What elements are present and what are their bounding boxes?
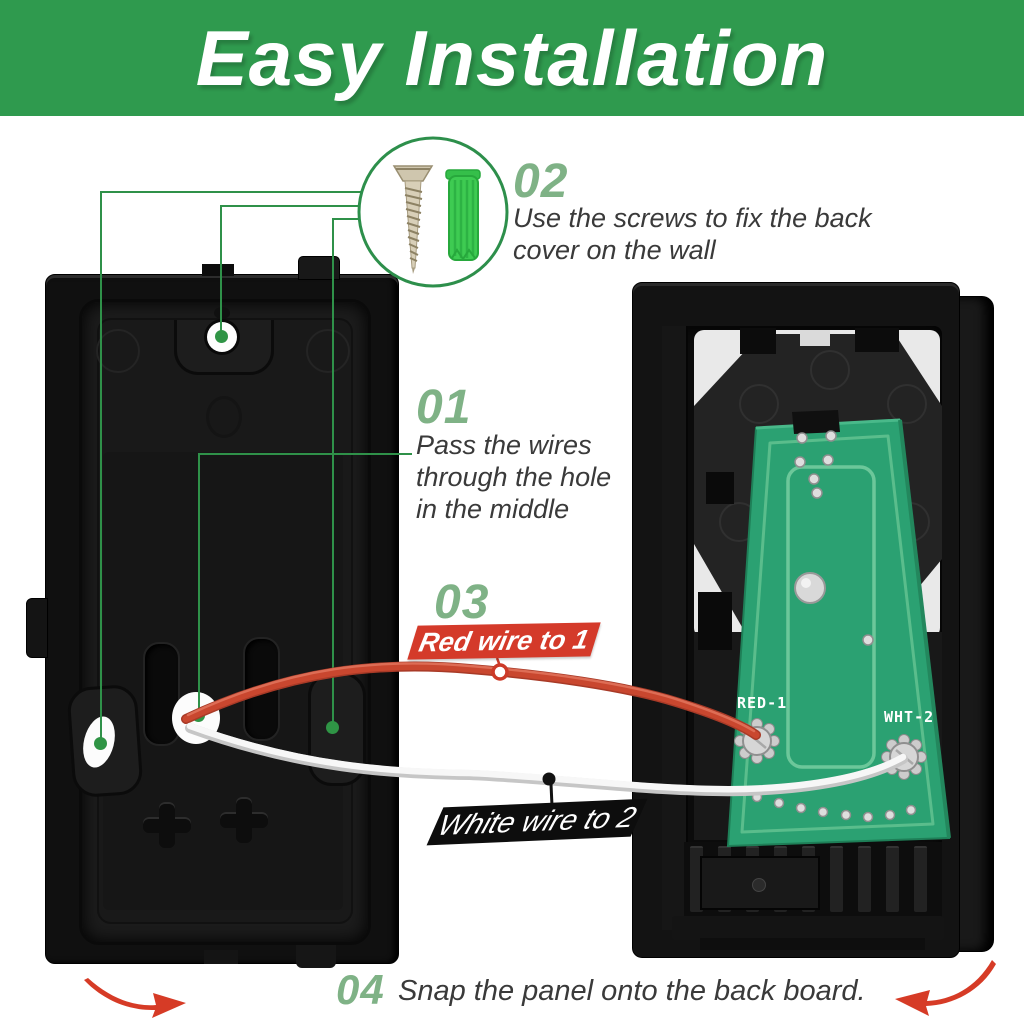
- mold-mark: [810, 350, 850, 390]
- step-02-text: Use the screws to fix the back cover on …: [513, 203, 872, 265]
- annotation-line: [332, 218, 334, 728]
- plate-oval-dimple: [206, 396, 242, 438]
- fin: [914, 846, 927, 912]
- annotation-dot: [326, 721, 339, 734]
- pcb-white-terminal-label: WHT-2: [884, 708, 934, 726]
- fin: [690, 846, 703, 912]
- pcb-red-terminal-label: RED-1: [737, 694, 787, 712]
- annotation-line: [100, 191, 362, 193]
- annotation-dot: [94, 737, 107, 750]
- header-banner: Easy Installation: [0, 0, 1024, 116]
- white-wire: [185, 722, 908, 797]
- pcb-loop-trace: [786, 465, 876, 769]
- circuit-board: RED-1 WHT-2: [726, 410, 951, 848]
- screw-anchor-circle: [357, 136, 509, 288]
- top-keyhole-notch: [214, 307, 230, 319]
- snap-arrow-right-icon: [84, 978, 186, 1018]
- wall-anchor-icon: [445, 169, 481, 261]
- fin: [886, 846, 899, 912]
- step-04-text: Snap the panel onto the back board.: [398, 975, 866, 1007]
- red-wire-banner-label: Red wire to 1: [416, 624, 592, 657]
- mold-mark: [739, 384, 779, 424]
- doorbell-top-clip: [855, 328, 899, 352]
- red-wire: [181, 661, 761, 740]
- white-wire-banner-label: White wire to 2: [433, 801, 641, 842]
- white-banner-pointer: [542, 772, 556, 807]
- doorbell-inner-wall: [662, 326, 688, 930]
- step-02-number: 02: [513, 155, 569, 208]
- fin: [830, 846, 843, 912]
- annotation-line: [198, 453, 412, 455]
- red-banner-pointer: [491, 657, 509, 681]
- annotation-line: [332, 218, 370, 220]
- annotation-line: [100, 191, 102, 745]
- snap-knob: [159, 802, 175, 848]
- mold-mark: [306, 329, 350, 373]
- pcb-top-clip: [792, 410, 840, 434]
- annotation-line: [220, 205, 222, 336]
- doorbell-bottom-lip: [700, 938, 925, 950]
- step-04-number: 04: [336, 966, 385, 1013]
- plate-side-tab: [26, 598, 48, 658]
- annotation-line: [198, 453, 200, 716]
- snap-arrow-left-icon: [895, 960, 996, 1016]
- page-title: Easy Installation: [195, 13, 829, 102]
- annotation-dot: [215, 330, 228, 343]
- back-plate-top-notch: [202, 264, 234, 276]
- red-wire-banner: Red wire to 1: [407, 622, 601, 660]
- mold-mark: [96, 329, 140, 373]
- doorbell-bottom-shelf: [672, 916, 944, 940]
- doorbell-side-slot: [706, 472, 734, 504]
- step-01-number: 01: [416, 381, 472, 434]
- annotation-line: [220, 205, 366, 207]
- doorbell-top-clip: [740, 328, 776, 354]
- pcb-center-dome: [794, 572, 826, 604]
- doorbell-side-slot: [698, 592, 732, 650]
- chime-block-screw: [752, 878, 766, 892]
- step-03-number: 03: [434, 576, 490, 629]
- solder-joints: [751, 430, 917, 823]
- liner-gap: [800, 330, 830, 346]
- plate-bottom-tab: [296, 944, 336, 968]
- step-01-text: Pass the wires through the hole in the m…: [416, 430, 612, 524]
- plate-bottom-tab: [204, 950, 238, 964]
- mold-mark: [887, 384, 927, 424]
- screw-icon: [392, 165, 434, 274]
- pcb-border-trace: [740, 434, 935, 834]
- snap-knob: [236, 797, 252, 843]
- fin: [858, 846, 871, 912]
